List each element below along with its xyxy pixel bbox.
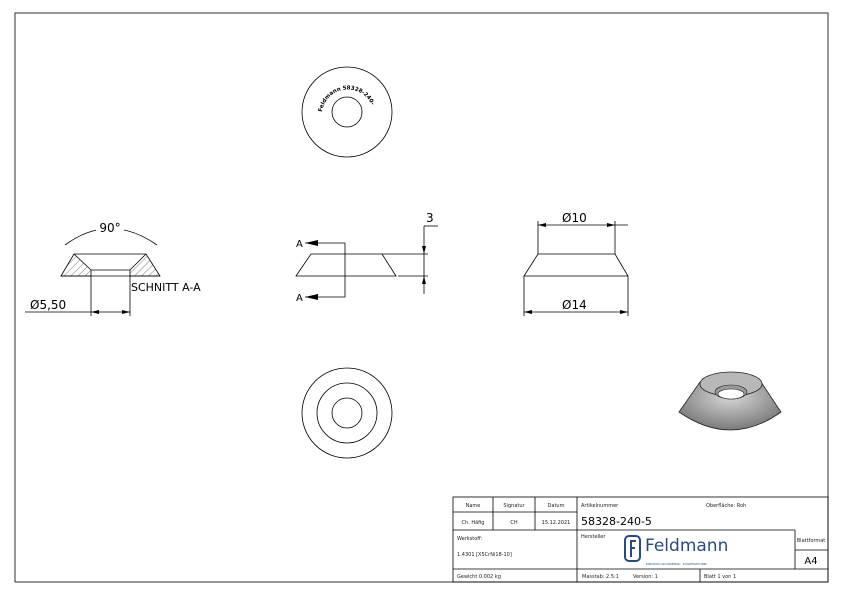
logo-text: Feldmann [645,536,728,556]
signatur-value: CH [510,520,517,526]
isometric-render [678,371,782,431]
section-marker-bottom: A [296,293,303,304]
signatur-label: Signatur [503,503,525,509]
top-diameter-dimension: Ø10 [562,211,587,225]
name-value: Ch. Häfig [462,520,485,526]
artikelnummer-label: Artikelnummer [581,503,619,509]
name-label: Name [466,503,481,509]
engraving-text: Feldmann 58328-240-5 [0,0,375,112]
gewicht: Gewicht 0.002 kg [457,574,501,580]
hersteller-label: Hersteller [581,534,606,540]
section-view: 90° Ø5,50 SCHNITT A-A [25,220,201,316]
height-dimension: 3 [426,211,434,225]
datum-label: Datum [548,503,565,509]
massstab: Masstab: 2.5:1 [582,574,619,580]
hole-diameter-dimension: Ø5,50 [30,298,66,312]
blatt: Blatt 1 von 1 [704,574,736,580]
version: Version: 1 [633,574,658,580]
blattformat-label: Blattformat [797,538,826,544]
angle-dimension: 90° [99,221,120,235]
artikelnummer-value: 58328-240-5 [581,515,652,528]
oberflaeche: Oberfläche: Roh [706,503,746,509]
title-block: Name Signatur Datum Ch. Häfig CH 15.12.2… [452,496,829,583]
feldmann-logo: Feldmann EDELSTAHL-GELÄNDERBAU · SCHWEIS… [624,535,728,566]
section-marker-top: A [296,239,303,250]
bottom-view [301,367,393,459]
front-view: A A 3 [295,211,438,304]
top-view: Feldmann 58328-240-5 [0,0,393,158]
blattformat-value: A4 [804,556,817,567]
section-title: SCHNITT A-A [131,281,201,294]
section-line [305,242,346,298]
logo-tagline: EDELSTAHL-GELÄNDERBAU · SCHWEISSTECHNIK [646,561,707,566]
datum-value: 15.12.2021 [542,520,571,526]
side-view: Ø10 Ø14 [523,211,629,316]
werkstoff-label: Werkstoff: [457,536,483,542]
bottom-diameter-dimension: Ø14 [562,298,587,312]
werkstoff-value: 1.4301 [X5CrNi18-10] [457,552,512,558]
drawing-frame [14,12,829,583]
